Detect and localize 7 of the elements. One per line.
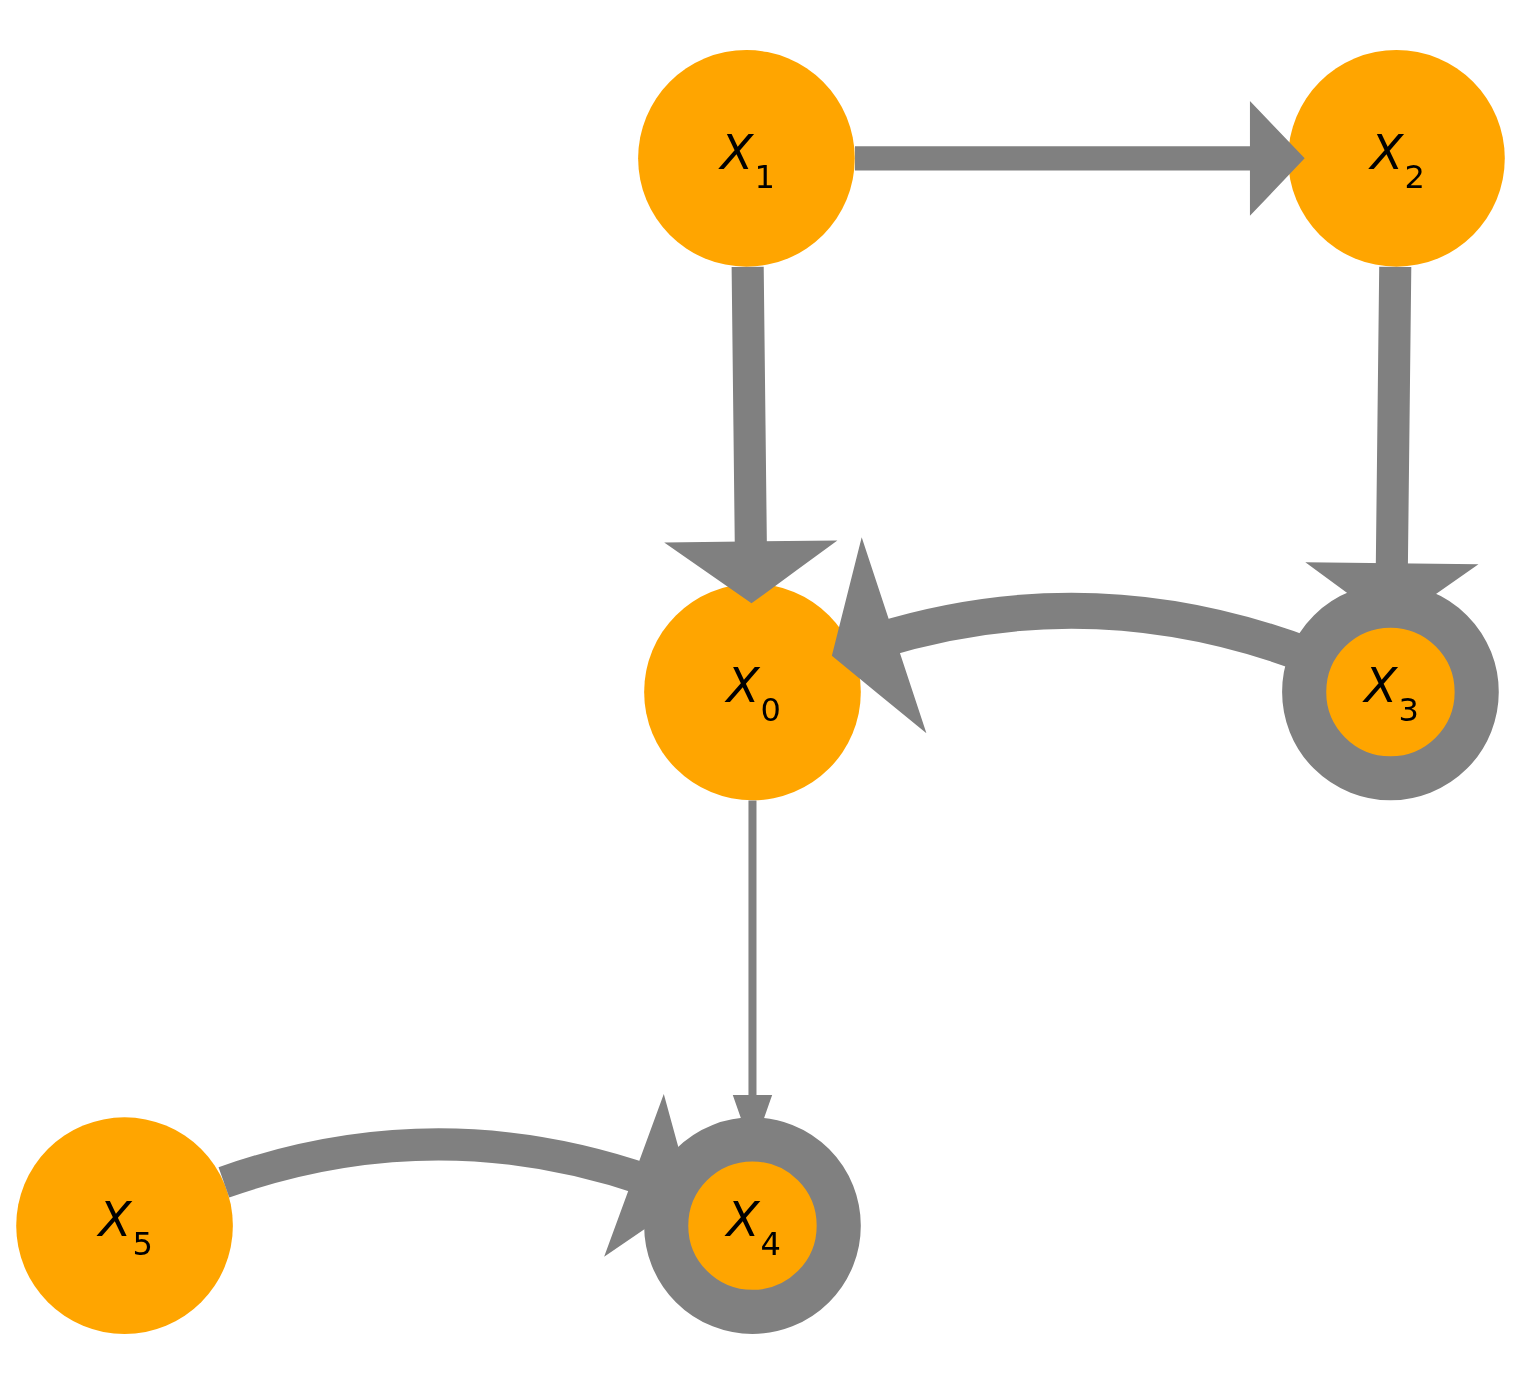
node-circle: X$_{1}$ [638,49,855,267]
node-circle: X$_{0}$ [644,583,861,800]
node-circle: X$_{2}$ [1288,49,1505,267]
arrow [664,266,838,603]
arrow [855,100,1305,216]
node-circle: X$_{4}$ [644,1116,861,1334]
node-circle: X$_{5}$ [16,1116,233,1334]
